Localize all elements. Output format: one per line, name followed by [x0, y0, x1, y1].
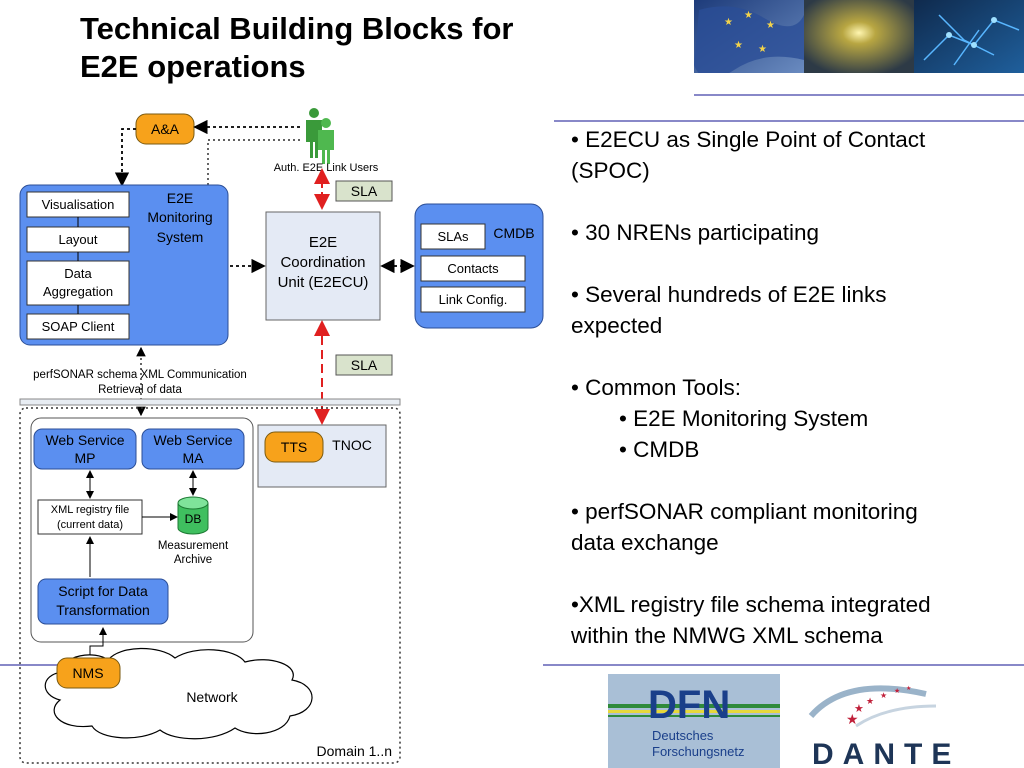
db-label: DB: [185, 512, 202, 526]
bullet-xml-line-2: within the NMWG XML schema: [571, 623, 883, 648]
bullet-nrens: • 30 NRENs participating: [571, 220, 819, 245]
db-icon: DB: [177, 496, 209, 535]
svg-text:★: ★: [744, 10, 753, 21]
cmdb-label: CMDB: [493, 225, 534, 241]
web-service-ma: Web Service MA: [141, 428, 245, 470]
tts-label: TTS: [281, 439, 307, 455]
monitoring-title-2: Monitoring: [147, 209, 212, 225]
perfsonar-bus: [19, 398, 401, 406]
visualisation-label: Visualisation: [42, 197, 115, 212]
bullet-common-tools: • Common Tools: • E2E Monitoring System …: [571, 372, 1011, 465]
bullet-perfsonar-line-1: • perfSONAR compliant monitoring: [571, 499, 918, 524]
ws-mp-label-1: Web Service: [45, 432, 124, 448]
perfsonar-label-2: Retrieval of data: [98, 384, 182, 396]
ws-mp-label-2: MP: [75, 450, 96, 466]
svg-text:★: ★: [846, 711, 859, 727]
bullet-perfsonar: • perfSONAR compliant monitoring data ex…: [571, 496, 1011, 558]
tnoc-node: TTS TNOC: [257, 424, 387, 488]
web-service-mp: Web Service MP: [33, 428, 137, 470]
data-aggregation-label-2: Aggregation: [43, 284, 113, 299]
cmdb-node: CMDB SLAs Contacts Link Config.: [414, 203, 544, 329]
aa-node: A&A: [135, 113, 195, 145]
data-aggregation-label-1: Data: [64, 266, 92, 281]
bottom-rule-right: [543, 664, 1024, 666]
network-map-photo: [914, 0, 1024, 73]
xml-registry-file: XML registry file (current data): [37, 499, 143, 535]
bullet-links-line-1: • Several hundreds of E2E links: [571, 282, 887, 307]
dfn-line-2: Forschungsnetz: [652, 744, 745, 759]
tnoc-label: TNOC: [332, 437, 372, 453]
bottom-rule-left: [0, 664, 60, 666]
e2ecu-label-2: Coordination: [280, 254, 365, 271]
ws-ma-label-1: Web Service: [153, 432, 232, 448]
bullet-spoc-line-2: (SPOC): [571, 158, 650, 183]
users-icon: [306, 108, 334, 164]
network-label: Network: [186, 689, 238, 705]
users-label: Auth. E2E Link Users: [274, 162, 379, 174]
bullet-common-tools-label: • Common Tools:: [571, 375, 742, 400]
bullet-links: • Several hundreds of E2E links expected: [571, 279, 1011, 341]
bullet-xml: •XML registry file schema integrated wit…: [571, 589, 1011, 651]
dfn-logo: DFN Deutsches Forschungsnetz: [608, 674, 780, 768]
measurement-label-2: Archive: [174, 554, 212, 566]
bullet-list: • E2ECU as Single Point of Contact (SPOC…: [571, 124, 1011, 651]
svg-text:★: ★: [906, 685, 911, 692]
sla-top-label: SLA: [351, 183, 378, 199]
title-line-1: Technical Building Blocks for: [80, 11, 514, 46]
svg-text:★: ★: [734, 40, 743, 51]
monitoring-system: E2E Monitoring System Visualisation Layo…: [19, 184, 229, 346]
nms-label: NMS: [72, 665, 103, 681]
domain-label: Domain 1..n: [317, 743, 392, 759]
sla-mid-label: SLA: [351, 357, 378, 373]
script-label-2: Transformation: [56, 602, 150, 618]
svg-text:★: ★: [758, 44, 767, 55]
page-title: Technical Building Blocks for E2E operat…: [80, 10, 640, 86]
xml-registry-label-2: (current data): [57, 519, 123, 531]
svg-text:★: ★: [724, 17, 733, 28]
e2ecu-label-1: E2E: [309, 234, 337, 251]
xml-registry-label-1: XML registry file: [51, 504, 129, 516]
bullet-perfsonar-line-2: data exchange: [571, 530, 719, 555]
svg-text:★: ★: [894, 687, 900, 695]
architecture-diagram: A&A Auth. E2E Link Users SLA E2E Monitor…: [19, 108, 544, 764]
svg-text:★: ★: [854, 703, 864, 715]
light-photo: [804, 0, 914, 73]
eu-flag-photo: ★ ★ ★ ★ ★: [694, 0, 804, 73]
soap-client-label: SOAP Client: [42, 319, 115, 334]
contacts-label: Contacts: [447, 261, 499, 276]
dfn-line-1: Deutsches: [652, 728, 714, 743]
aa-label: A&A: [151, 121, 180, 137]
dante-logo: ★ ★ ★ ★ ★ ★ DANTE: [808, 685, 960, 768]
layout-label: Layout: [58, 232, 97, 247]
perfsonar-label-1: perfSONAR schema XML Communication: [33, 369, 247, 381]
monitoring-title-1: E2E: [167, 190, 193, 206]
svg-text:★: ★: [766, 20, 775, 31]
monitoring-title-3: System: [157, 229, 204, 245]
bullet-xml-line-1: •XML registry file schema integrated: [571, 592, 931, 617]
slas-label: SLAs: [437, 229, 469, 244]
bullet-tool-monitoring: • E2E Monitoring System: [619, 406, 869, 431]
bullet-links-line-2: expected: [571, 313, 663, 338]
dfn-abbr: DFN: [648, 683, 730, 727]
bullet-spoc-line-1: • E2ECU as Single Point of Contact: [571, 127, 926, 152]
sla-top-box: SLA: [335, 180, 393, 202]
top-rule: [694, 94, 1024, 96]
nms-node: NMS: [56, 657, 121, 689]
e2ecu-node: E2E Coordination Unit (E2ECU): [265, 211, 381, 321]
header-photo-strip: ★ ★ ★ ★ ★: [694, 0, 1024, 73]
script-node: Script for Data Transformation: [37, 578, 169, 625]
dante-wordmark: DANTE: [812, 738, 960, 768]
svg-text:★: ★: [880, 691, 887, 700]
measurement-label-1: Measurement: [158, 540, 229, 552]
bullet-spoc: • E2ECU as Single Point of Contact (SPOC…: [571, 124, 1011, 186]
script-label-1: Script for Data: [58, 583, 148, 599]
svg-text:★: ★: [866, 696, 874, 706]
title-line-2: E2E operations: [80, 49, 306, 84]
link-config-label: Link Config.: [439, 292, 508, 307]
bullet-tool-cmdb: • CMDB: [619, 437, 700, 462]
sla-mid-box: SLA: [335, 354, 393, 376]
e2ecu-label-3: Unit (E2ECU): [278, 274, 369, 291]
ws-ma-label-2: MA: [183, 450, 205, 466]
mid-rule-right: [554, 120, 1024, 122]
